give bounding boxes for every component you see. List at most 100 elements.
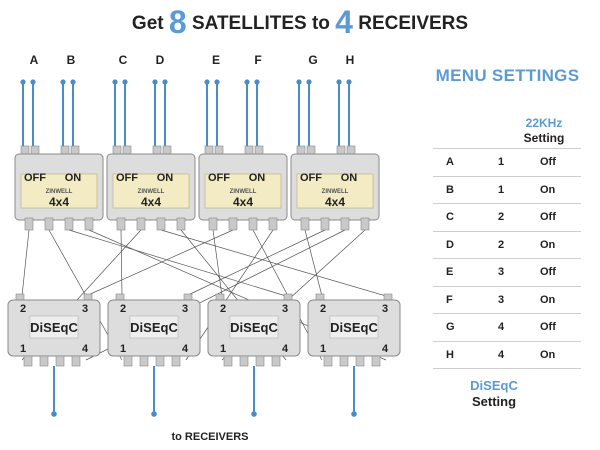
f-connector [355, 355, 365, 367]
tone-header-line2: Setting [523, 131, 565, 145]
diseqc-label-plate [329, 315, 379, 339]
diseqc-header-line1: DiSEqC [470, 378, 518, 393]
connection-wire [160, 229, 387, 297]
port-2-label: 2 [120, 303, 126, 315]
input-label: C [119, 53, 128, 67]
f-connector [64, 217, 74, 231]
port-3-label: 3 [182, 303, 188, 315]
switch-size: 4x4 [233, 195, 253, 209]
f-connector [176, 217, 186, 231]
cable-end-dot [152, 79, 158, 85]
switch-on-label: ON [65, 172, 82, 184]
title-satellites-word: SATELLITES to [191, 13, 330, 34]
cable-end-dot [20, 79, 26, 85]
input-label: E [212, 53, 220, 67]
connection-wire [212, 229, 223, 297]
menu-settings-title: MENU SETTINGS [435, 66, 580, 85]
settings-tone-cell: On [526, 286, 581, 314]
connection-wire [304, 229, 323, 297]
port-2-label: 2 [320, 303, 326, 315]
cable-end-dot [204, 79, 210, 85]
port-4-label: 4 [182, 343, 189, 355]
page-title: Get 8 SATELLITES to 4 RECEIVERS [0, 4, 600, 41]
settings-input-cell: F [433, 286, 476, 314]
switch-brand: ZINWELL [138, 189, 165, 195]
cable-end-dot [351, 411, 357, 417]
f-connector [44, 217, 54, 231]
port-4-label: 4 [282, 343, 289, 355]
settings-tone-cell: On [526, 231, 581, 259]
settings-tone-cell: On [526, 176, 581, 204]
diseqc-label-plate [229, 315, 279, 339]
cable-end-dot [251, 411, 257, 417]
settings-diseqc-cell: 4 [476, 313, 526, 342]
f-connector [239, 355, 249, 367]
cable-end-dot [112, 79, 118, 85]
diseqc-label: DiSEqC [230, 320, 278, 335]
f-connector [84, 217, 94, 231]
port-3-label: 3 [382, 303, 388, 315]
settings-tone-cell: Off [526, 148, 581, 177]
title-prefix: Get [131, 13, 164, 34]
f-connector [300, 217, 310, 231]
cable-end-dot [70, 79, 76, 85]
switch-brand: ZINWELL [46, 189, 73, 195]
settings-tone-cell: Off [526, 258, 581, 287]
switch-off-label: OFF [116, 172, 138, 184]
f-connector [268, 217, 278, 231]
input-label: A [30, 53, 39, 67]
connection-wire [120, 229, 123, 297]
settings-input-cell: B [433, 176, 476, 204]
cable-end-dot [60, 79, 66, 85]
title-receiver-count: 4 [335, 4, 353, 40]
f-connector [136, 217, 146, 231]
cable-end-dot [296, 79, 302, 85]
port-3-label: 3 [82, 303, 88, 315]
switch-brand: ZINWELL [230, 189, 257, 195]
port-1-label: 1 [320, 343, 326, 355]
f-connector [228, 217, 238, 231]
f-connector [23, 355, 33, 367]
cable-end-dot [122, 79, 128, 85]
f-connector [360, 217, 370, 231]
settings-input-cell: E [433, 258, 476, 287]
cable-end-dot [346, 79, 352, 85]
settings-diseqc-cell: 3 [476, 258, 526, 287]
input-label: G [308, 53, 317, 67]
f-connector [271, 355, 281, 367]
settings-tone-cell: Off [526, 313, 581, 342]
f-connector [340, 217, 350, 231]
diseqc-label: DiSEqC [330, 320, 378, 335]
diseqc-label: DiSEqC [130, 320, 178, 335]
cable-end-dot [214, 79, 220, 85]
cable-end-dot [254, 79, 260, 85]
f-connector [223, 355, 233, 367]
settings-input-cell: G [433, 313, 476, 342]
f-connector [320, 217, 330, 231]
cable-end-dot [336, 79, 342, 85]
f-connector [116, 217, 126, 231]
f-connector [208, 217, 218, 231]
port-3-label: 3 [282, 303, 288, 315]
f-connector [323, 355, 333, 367]
cable-end-dot [151, 411, 157, 417]
port-1-label: 1 [220, 343, 226, 355]
connection-wire [68, 229, 287, 297]
switch-off-label: OFF [208, 172, 230, 184]
switch-off-label: OFF [24, 172, 46, 184]
f-connector [371, 355, 381, 367]
settings-diseqc-cell: 4 [476, 341, 526, 369]
switch-on-label: ON [157, 172, 174, 184]
switch-size: 4x4 [49, 195, 69, 209]
